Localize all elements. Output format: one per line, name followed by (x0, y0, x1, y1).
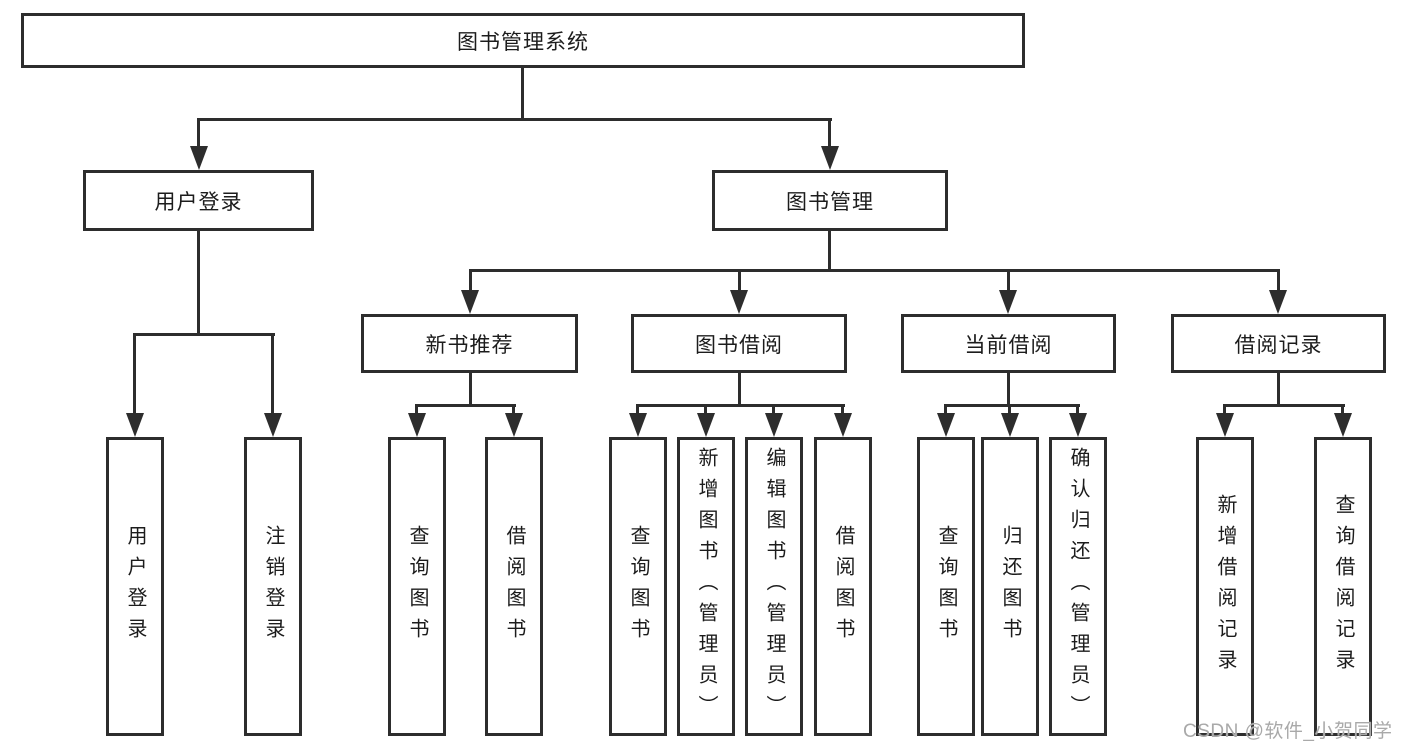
leaf-add-book-admin: 新增图书（管理员） (677, 437, 735, 736)
connector-hline (197, 118, 832, 121)
node-book-borrowing: 图书借阅 (631, 314, 847, 373)
leaf-label: 编辑图书（管理员） (763, 447, 785, 726)
connector-vline (1277, 371, 1280, 406)
connector-vline (1007, 269, 1010, 294)
node-user-login: 用户登录 (83, 170, 314, 231)
connector-hline (636, 404, 845, 407)
connector-vline (841, 404, 844, 417)
leaf-search-books-borrowing: 查询图书 (609, 437, 667, 736)
connector-vline (469, 269, 472, 294)
arrowhead-down-icon (765, 413, 783, 437)
leaf-return-books: 归还图书 (981, 437, 1039, 736)
connector-vline (197, 118, 200, 150)
leaf-label: 注销登录 (262, 524, 284, 649)
leaf-borrow-books-recommend: 借阅图书 (485, 437, 543, 736)
arrowhead-down-icon (1216, 413, 1234, 437)
connector-vline (738, 269, 741, 294)
leaf-add-borrow-record: 新增借阅记录 (1196, 437, 1254, 736)
node-book-management: 图书管理 (712, 170, 948, 231)
leaf-search-books-recommend: 查询图书 (388, 437, 446, 736)
arrowhead-down-icon (408, 413, 426, 437)
connector-vline (512, 404, 515, 417)
arrowhead-down-icon (1269, 290, 1287, 314)
connector-vline (521, 66, 524, 121)
node-label: 当前借阅 (964, 333, 1053, 357)
node-current-borrowing: 当前借阅 (901, 314, 1116, 373)
connector-vline (1223, 404, 1226, 417)
watermark: CSDN @软件_小贺同学 (1183, 716, 1392, 743)
leaf-edit-book-admin: 编辑图书（管理员） (745, 437, 803, 736)
leaf-label: 借阅图书 (503, 524, 525, 649)
arrowhead-down-icon (264, 413, 282, 437)
connector-hline (944, 404, 1080, 407)
connector-hline (415, 404, 516, 407)
node-label: 新书推荐 (425, 333, 514, 357)
leaf-label: 确认归还（管理员） (1067, 447, 1089, 726)
arrowhead-down-icon (821, 146, 839, 170)
arrowhead-down-icon (1334, 413, 1352, 437)
node-label: 借阅记录 (1234, 333, 1323, 357)
node-library-management-system: 图书管理系统 (21, 13, 1025, 68)
leaf-label: 查询图书 (627, 524, 649, 649)
leaf-label: 新增图书（管理员） (695, 447, 717, 726)
connector-vline (828, 118, 831, 150)
connector-vline (1007, 371, 1010, 406)
arrowhead-down-icon (937, 413, 955, 437)
connector-hline (133, 333, 275, 336)
node-new-book-recommendation: 新书推荐 (361, 314, 578, 373)
connector-vline (1341, 404, 1344, 417)
arrowhead-down-icon (629, 413, 647, 437)
leaf-search-books-current: 查询图书 (917, 437, 975, 736)
leaf-logout: 注销登录 (244, 437, 302, 736)
node-label: 用户登录 (154, 190, 243, 214)
connector-vline (828, 229, 831, 272)
node-label: 图书管理 (786, 190, 874, 214)
connector-vline (197, 229, 200, 335)
arrowhead-down-icon (461, 290, 479, 314)
arrowhead-down-icon (999, 290, 1017, 314)
leaf-borrow-books-borrowing: 借阅图书 (814, 437, 872, 736)
connector-hline (1223, 404, 1345, 407)
node-borrowing-records: 借阅记录 (1171, 314, 1386, 373)
connector-vline (738, 371, 741, 406)
arrowhead-down-icon (126, 413, 144, 437)
connector-vline (944, 404, 947, 417)
connector-vline (772, 404, 775, 417)
leaf-label: 借阅图书 (832, 524, 854, 649)
connector-vline (1277, 269, 1280, 294)
arrowhead-down-icon (190, 146, 208, 170)
leaf-label: 查询图书 (935, 524, 957, 649)
connector-vline (704, 404, 707, 417)
leaf-user-login: 用户登录 (106, 437, 164, 736)
connector-vline (271, 333, 274, 417)
leaf-label: 查询借阅记录 (1332, 493, 1354, 680)
arrowhead-down-icon (730, 290, 748, 314)
watermark-text: CSDN @软件_小贺同学 (1183, 721, 1393, 742)
leaf-search-borrow-record: 查询借阅记录 (1314, 437, 1372, 736)
arrowhead-down-icon (834, 413, 852, 437)
leaf-confirm-return-admin: 确认归还（管理员） (1049, 437, 1107, 736)
leaf-label: 用户登录 (124, 524, 146, 649)
arrowhead-down-icon (1001, 413, 1019, 437)
leaf-label: 查询图书 (406, 524, 428, 649)
arrowhead-down-icon (505, 413, 523, 437)
connector-vline (133, 333, 136, 417)
connector-vline (1076, 404, 1079, 417)
node-label: 图书管理系统 (457, 30, 589, 54)
connector-vline (415, 404, 418, 417)
node-label: 图书借阅 (695, 333, 783, 357)
connector-hline (469, 269, 1280, 272)
connector-vline (469, 371, 472, 406)
leaf-label: 新增借阅记录 (1214, 493, 1236, 680)
connector-vline (636, 404, 639, 417)
connector-vline (1008, 404, 1011, 417)
leaf-label: 归还图书 (999, 524, 1021, 649)
arrowhead-down-icon (1069, 413, 1087, 437)
arrowhead-down-icon (697, 413, 715, 437)
